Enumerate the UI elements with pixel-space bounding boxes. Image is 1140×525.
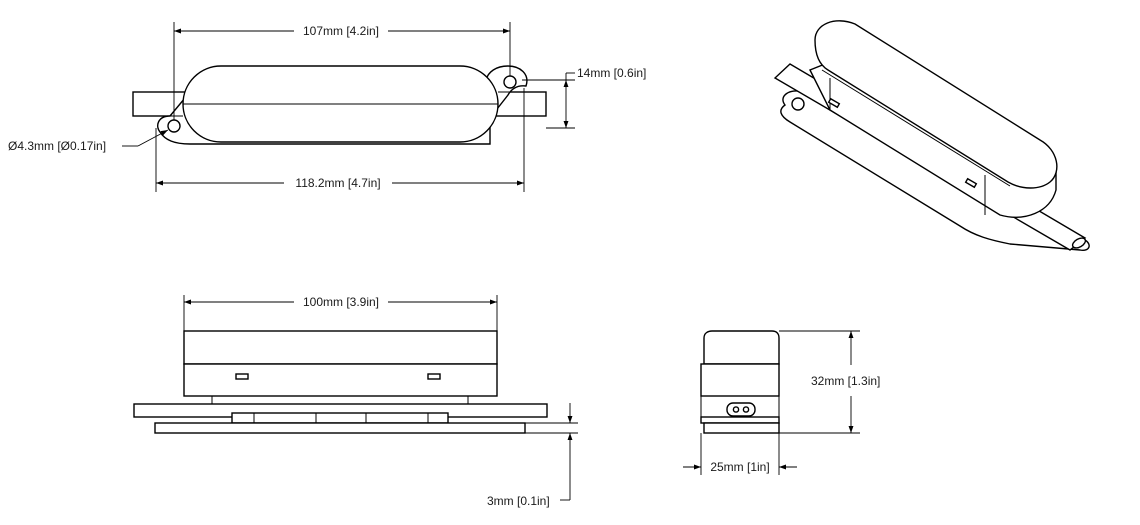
side-base-plate bbox=[154, 422, 526, 434]
mounting-hole-right bbox=[503, 75, 517, 89]
dim-overall-length: 118.2mm [4.7in] bbox=[295, 176, 380, 190]
dim-height: 32mm [1.3in] bbox=[811, 374, 880, 388]
dim-side-length: 100mm [3.9in] bbox=[303, 295, 379, 309]
isometric-view bbox=[773, 20, 1090, 252]
side-cover bbox=[183, 330, 498, 365]
dim-tab-height: 14mm [0.6in] bbox=[577, 66, 646, 80]
dim-base-thickness: 3mm [0.1in] bbox=[487, 494, 550, 508]
dim-top-width: 107mm [4.2in] bbox=[303, 24, 379, 38]
side-slot-left bbox=[235, 373, 249, 380]
end-body bbox=[700, 363, 780, 397]
side-slot-right bbox=[427, 373, 441, 380]
end-connector bbox=[726, 402, 756, 417]
iso-body-top bbox=[814, 20, 1058, 189]
top-view: 107mm [4.2in] 14mm [0.6in] Ø4.3mm [Ø0.17… bbox=[8, 22, 646, 192]
end-view: 32mm [1.3in] 25mm [1in] bbox=[683, 330, 880, 475]
iso-mounting-hole bbox=[791, 97, 805, 111]
side-body bbox=[183, 363, 498, 397]
end-base bbox=[703, 422, 780, 434]
end-cap bbox=[703, 330, 780, 365]
dim-end-width: 25mm [1in] bbox=[710, 460, 769, 474]
mounting-hole-left bbox=[167, 119, 181, 133]
side-view: 100mm [3.9in] 3mm [0.1in] bbox=[133, 295, 578, 508]
dim-hole-diameter: Ø4.3mm [Ø0.17in] bbox=[8, 139, 106, 153]
